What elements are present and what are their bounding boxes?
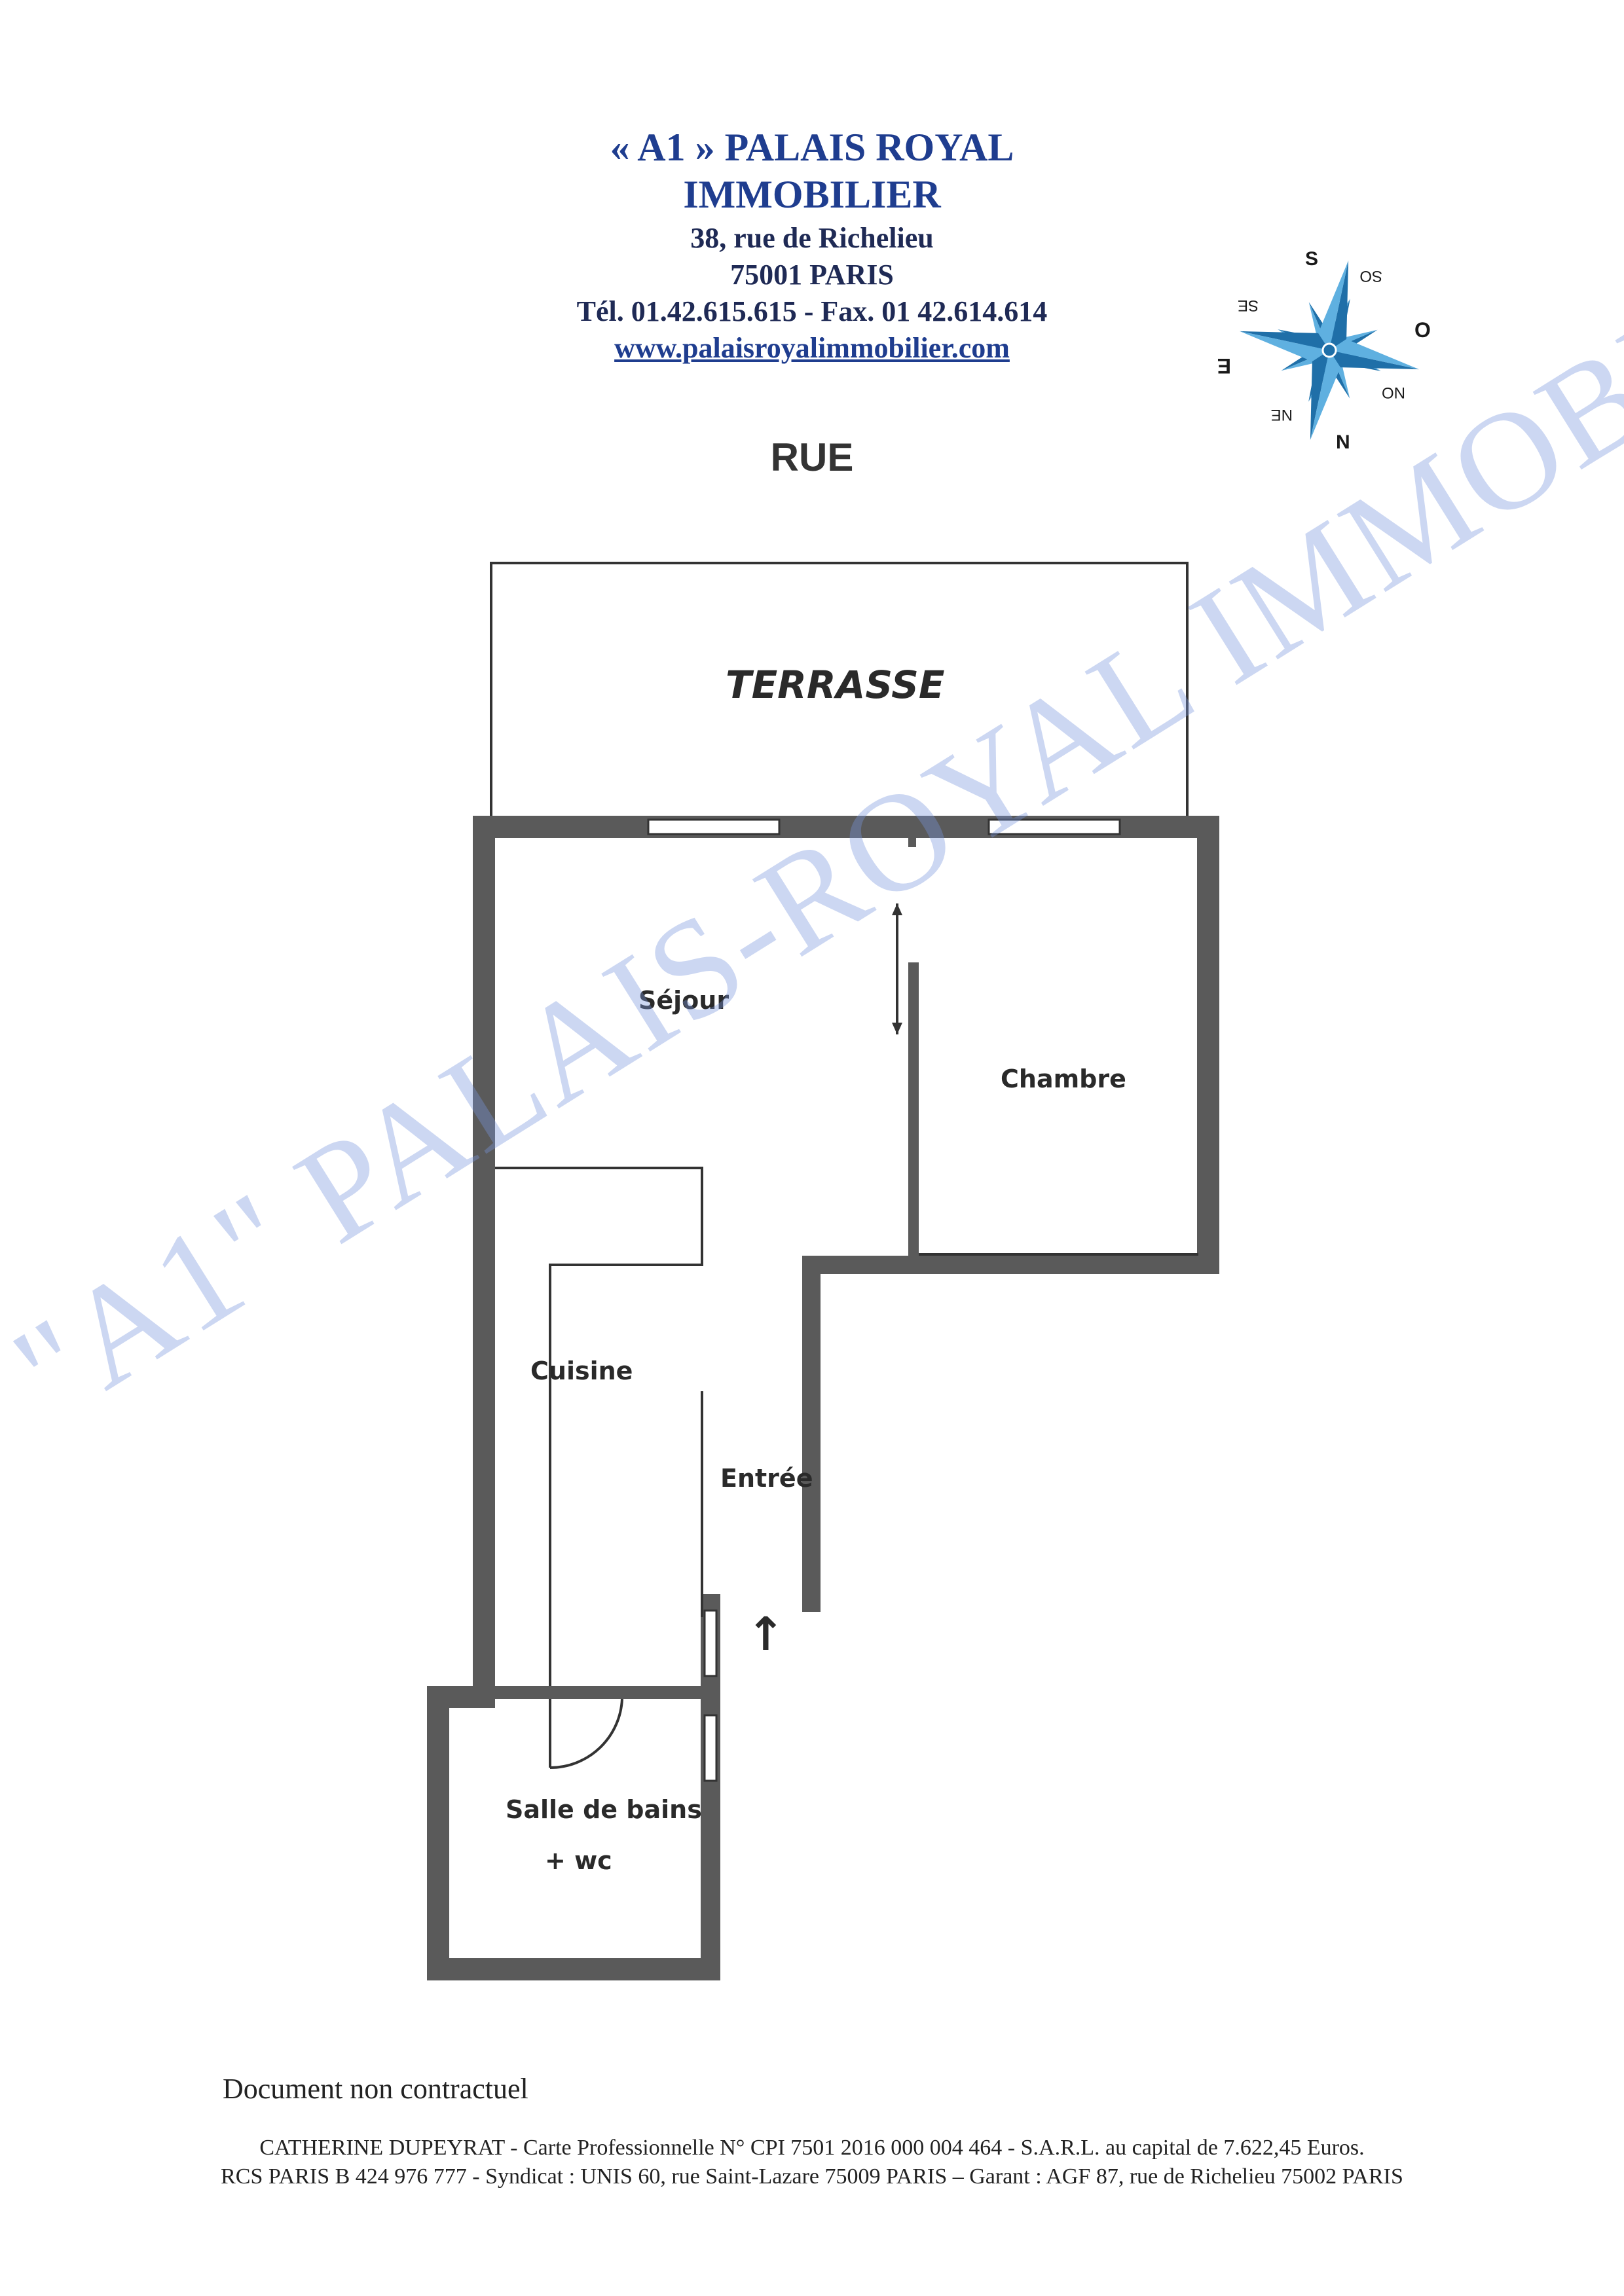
compass-label-so: SO — [1359, 267, 1382, 285]
legal-line-2: RCS PARIS B 424 976 777 - Syndicat : UNI… — [221, 2164, 1403, 2189]
agency-name: « A1 » PALAIS ROYAL — [610, 126, 1014, 169]
agency-website-link[interactable]: www.palaisroyalimmobilier.com — [614, 332, 1010, 364]
room-label-cuisine: Cuisine — [530, 1357, 633, 1385]
agency-address: 38, rue de Richelieu — [690, 222, 934, 254]
agency-name-line2: IMMOBILIER — [683, 173, 941, 216]
compass-label-o: O — [1414, 318, 1431, 342]
compass-label-n: N — [1336, 431, 1350, 453]
compass-label-se: SE — [1238, 297, 1259, 314]
compass-label-s: S — [1305, 248, 1318, 270]
agency-city: 75001 PARIS — [730, 259, 894, 291]
room-label-sejour: Séjour — [638, 986, 729, 1015]
room-label-salle-de-bains: Salle de bains — [506, 1795, 702, 1824]
compass-label-ne: NE — [1271, 406, 1293, 424]
compass-label-no: NO — [1382, 384, 1405, 401]
room-label-chambre: Chambre — [1001, 1065, 1126, 1093]
room-label-terrasse: TERRASSE — [726, 663, 945, 707]
entrance-arrow-icon: ↑ — [747, 1607, 785, 1661]
room-label-wc: + wc — [545, 1846, 612, 1875]
room-label-entree: Entrée — [720, 1464, 813, 1493]
legal-line-1: CATHERINE DUPEYRAT - Carte Professionnel… — [259, 2136, 1365, 2160]
disclaimer-note: Document non contractuel — [223, 2073, 528, 2105]
compass-rose-icon: S SO O NO N NE E SE — [1218, 248, 1431, 453]
street-label: RUE — [770, 435, 854, 479]
agency-phone-fax: Tél. 01.42.615.615 - Fax. 01 42.614.614 — [576, 295, 1048, 327]
compass-label-e: E — [1218, 354, 1231, 378]
